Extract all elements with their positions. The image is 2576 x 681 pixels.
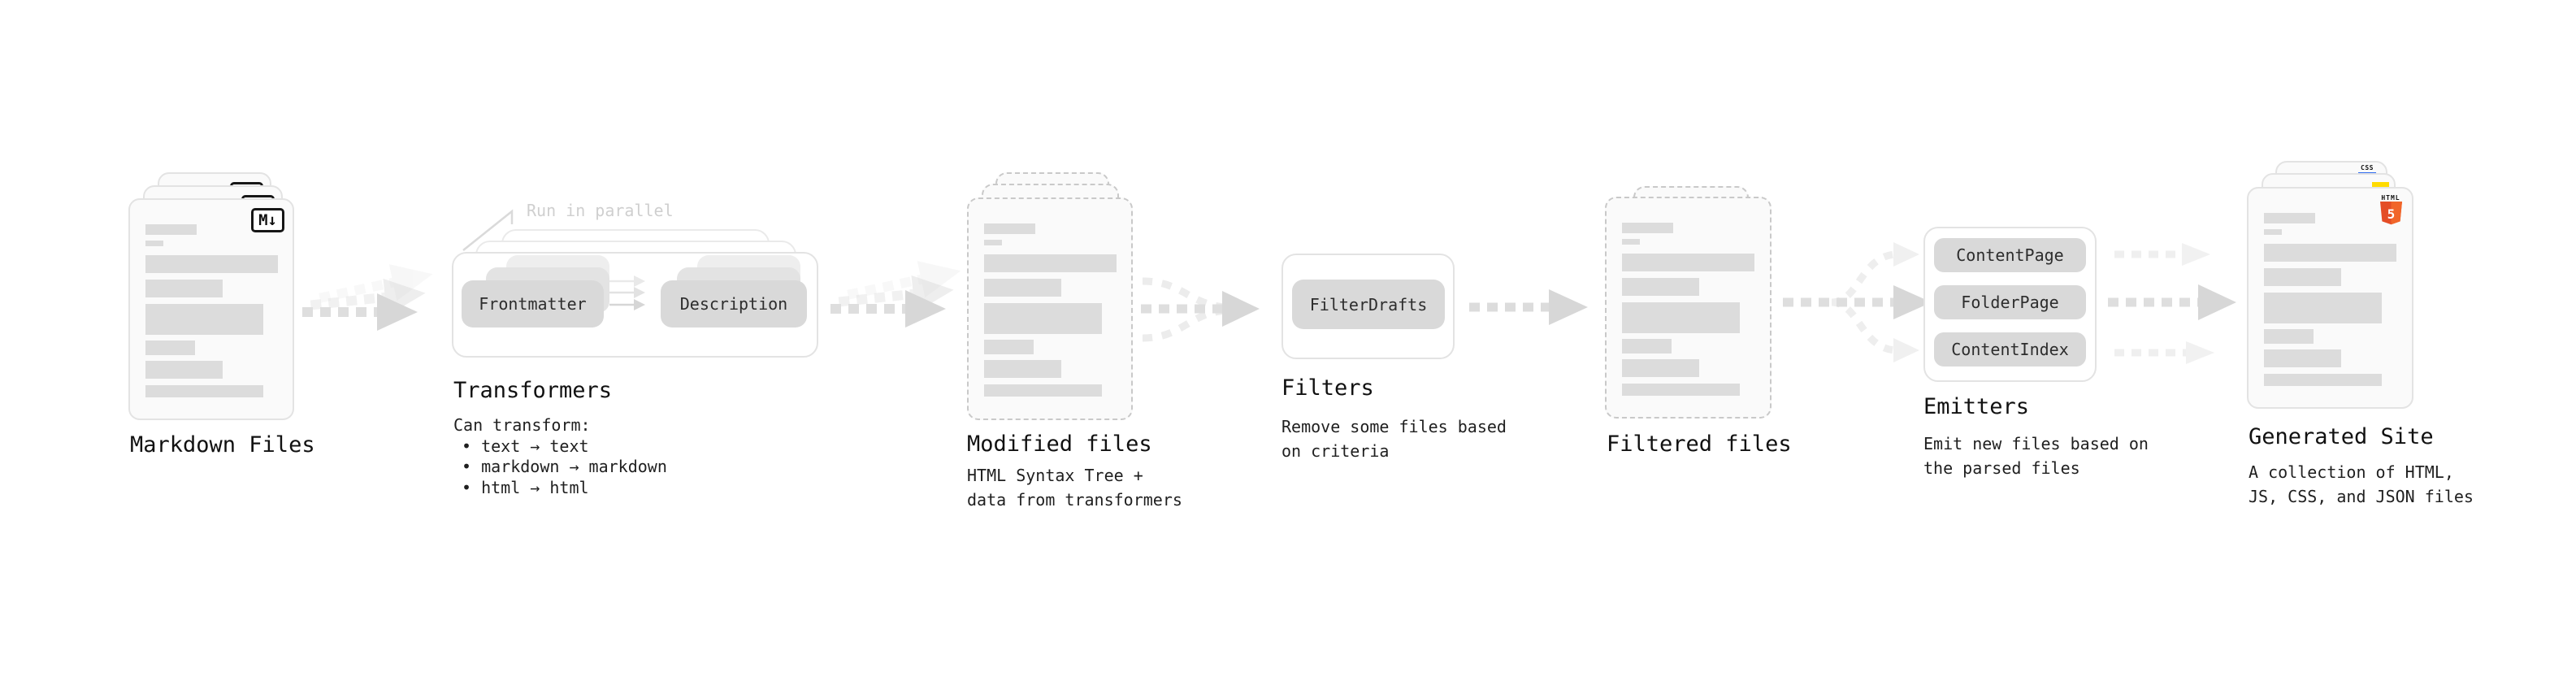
skeleton-line (145, 304, 263, 335)
html5-icon-label: HTML (2381, 194, 2400, 202)
skeleton-line (1622, 278, 1699, 296)
skeleton-line (145, 340, 195, 355)
stage-label-generated-site: Generated Site (2249, 424, 2434, 449)
html5-icon: HTML 5 (2379, 194, 2402, 225)
skeleton-line (145, 385, 263, 397)
caption-line: Emit new files based on (1923, 434, 2149, 453)
skeleton-line (2264, 374, 2382, 386)
skeleton-line (1622, 302, 1740, 333)
skeleton-line (1622, 223, 1673, 233)
stage-label-markdown-files: Markdown Files (130, 432, 315, 458)
caption-title: Can transform: (453, 415, 591, 435)
markdown-icon: M↓ (251, 208, 284, 232)
note-connector-line (462, 209, 514, 251)
caption-bullet: • html → html (462, 477, 589, 497)
stage-label-filters: Filters (1281, 375, 1374, 401)
caption-line: JS, CSS, and JSON files (2249, 487, 2474, 506)
css-icon-label: CSS (2361, 164, 2374, 171)
diverge-arrow-icon (1783, 242, 1932, 362)
converge-arrow-icon (1141, 277, 1260, 342)
caption-line: A collection of HTML, (2249, 462, 2454, 482)
skeleton-line (984, 303, 1102, 334)
skeleton-line (2264, 229, 2282, 235)
skeleton-line (2264, 213, 2315, 223)
skeleton-line (1622, 254, 1754, 271)
skeleton-line (145, 280, 223, 297)
modified-doc-card (967, 197, 1133, 420)
flow-arrow-icon (302, 264, 433, 331)
skeleton-line (145, 241, 163, 246)
svg-text:5: 5 (2387, 206, 2395, 222)
filter-step-filterdrafts: FilterDrafts (1292, 280, 1445, 329)
caption-line: data from transformers (967, 490, 1182, 510)
skeleton-line (984, 360, 1061, 378)
skeleton-line (1622, 339, 1672, 354)
generated-site-caption: A collection of HTML, JS, CSS, and JSON … (2249, 460, 2474, 509)
emitter-step-contentpage: ContentPage (1934, 238, 2086, 272)
caption-line: on criteria (1281, 441, 1390, 461)
transformers-caption: Can transform: • text → text • markdown … (453, 415, 667, 498)
stage-label-modified-files: Modified files (967, 432, 1152, 457)
skeleton-line (984, 223, 1035, 234)
skeleton-line (984, 254, 1117, 272)
skeleton-line (2264, 329, 2314, 344)
step-arrows-icon (609, 275, 645, 310)
skeleton-line (2264, 244, 2396, 262)
skeleton-line (1622, 239, 1640, 245)
parallel-note: Run in parallel (527, 201, 674, 220)
site-doc-card-html: HTML 5 (2247, 187, 2413, 409)
stage-label-emitters: Emitters (1923, 394, 2030, 419)
stage-label-transformers: Transformers (453, 378, 613, 403)
skeleton-line (2264, 293, 2382, 323)
skeleton-line (2264, 268, 2341, 286)
skeleton-line (145, 224, 197, 235)
caption-line: Remove some files based (1281, 417, 1507, 436)
caption-line: the parsed files (1923, 458, 2080, 478)
skeleton-line (984, 240, 1002, 245)
caption-line: HTML Syntax Tree + (967, 466, 1143, 485)
parallel-arrows-icon (2108, 243, 2236, 364)
skeleton-line (1622, 359, 1699, 377)
modified-files-caption: HTML Syntax Tree + data from transformer… (967, 463, 1182, 512)
skeleton-line (1622, 384, 1740, 396)
caption-bullet: • text → text (462, 436, 589, 456)
html5-shield-icon: 5 (2379, 202, 2402, 225)
skeleton-line (145, 255, 278, 273)
emitter-step-folderpage: FolderPage (1934, 285, 2086, 319)
transformer-step-description: Description (661, 280, 807, 327)
markdown-doc-card: M↓ (128, 198, 294, 420)
filters-caption: Remove some files based on criteria (1281, 414, 1507, 463)
caption-bullet: • markdown → markdown (462, 457, 667, 476)
javascript-icon (2372, 182, 2389, 189)
filtered-doc-card (1605, 197, 1772, 419)
skeleton-line (984, 384, 1102, 397)
flow-arrow-icon (1469, 289, 1588, 325)
skeleton-line (984, 340, 1034, 354)
flow-arrow-icon (830, 261, 961, 327)
skeleton-line (2264, 349, 2341, 367)
emitter-step-contentindex: ContentIndex (1934, 332, 2086, 367)
skeleton-line (145, 361, 223, 379)
emitters-caption: Emit new files based on the parsed files (1923, 432, 2149, 480)
skeleton-line (984, 279, 1061, 297)
stage-label-filtered-files: Filtered files (1607, 432, 1792, 457)
transformer-step-frontmatter: Frontmatter (462, 280, 604, 327)
